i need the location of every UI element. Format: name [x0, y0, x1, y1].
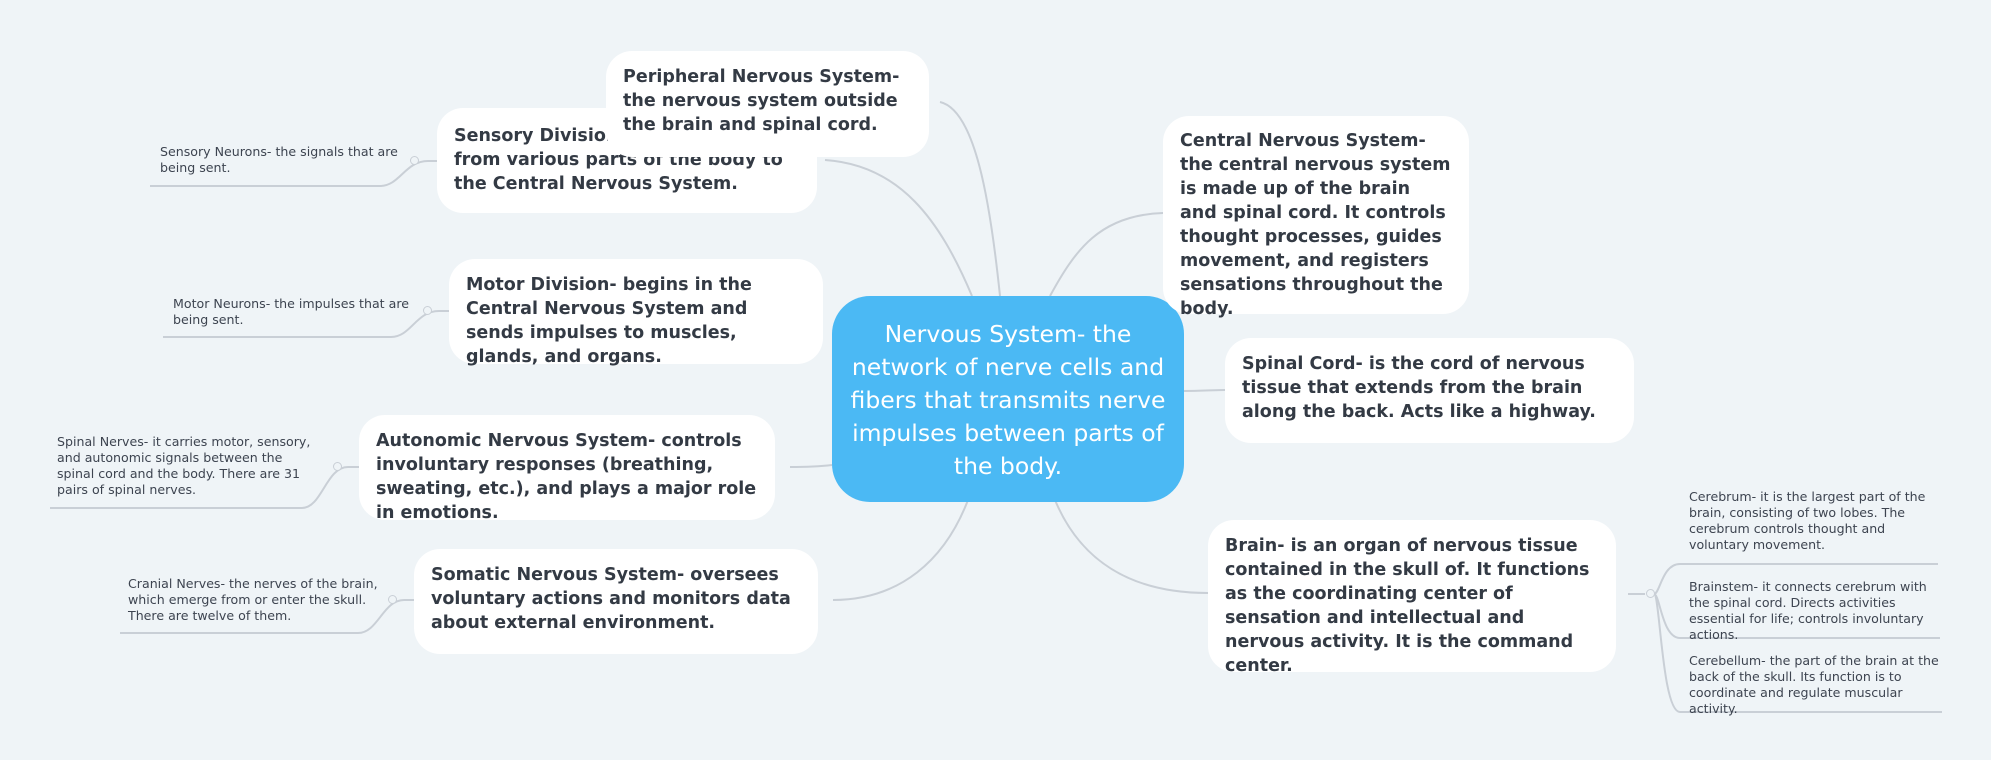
link-center-peripheral	[939, 101, 1001, 297]
node-spinal-cord[interactable]: Spinal Cord- is the cord of nervous tiss…	[1225, 338, 1634, 443]
link-somatic-leaf	[120, 599, 414, 634]
leaf-motor-neurons[interactable]: Motor Neurons- the impulses that are bei…	[173, 296, 413, 328]
joint-autonomic[interactable]	[333, 462, 342, 471]
node-text: Motor Division- begins in the Central Ne…	[466, 275, 752, 367]
joint-motor[interactable]	[423, 306, 432, 315]
joint-somatic[interactable]	[388, 595, 397, 604]
node-motor-division[interactable]: Motor Division- begins in the Central Ne…	[449, 259, 823, 367]
node-text: Spinal Cord- is the cord of nervous tiss…	[1242, 354, 1596, 422]
leaf-spinal-nerves[interactable]: Spinal Nerves- it carries motor, sensory…	[57, 434, 322, 498]
leaf-cranial-nerves[interactable]: Cranial Nerves- the nerves of the brain,…	[128, 576, 383, 624]
node-text: Brain- is an organ of nervous tissue con…	[1225, 536, 1590, 676]
leaf-text: Motor Neurons- the impulses that are bei…	[173, 296, 409, 327]
joint-sensory[interactable]	[410, 156, 419, 165]
link-center-somatic	[832, 499, 969, 601]
leaf-text: Spinal Nerves- it carries motor, sensory…	[57, 434, 311, 497]
link-brain-cerebellum	[1653, 593, 1942, 713]
leaf-brainstem[interactable]: Brainstem- it connects cerebrum with the…	[1689, 579, 1939, 643]
node-somatic-nervous-system[interactable]: Somatic Nervous System- oversees volunta…	[414, 549, 818, 654]
node-autonomic-nervous-system[interactable]: Autonomic Nervous System- controls invol…	[359, 415, 775, 523]
node-text: Peripheral Nervous System- the nervous s…	[623, 67, 900, 135]
leaf-text: Sensory Neurons- the signals that are be…	[160, 144, 398, 175]
node-peripheral-nervous-system[interactable]: Peripheral Nervous System- the nervous s…	[606, 51, 929, 157]
leaf-cerebellum[interactable]: Cerebellum- the part of the brain at the…	[1689, 653, 1939, 717]
leaf-text: Brainstem- it connects cerebrum with the…	[1689, 579, 1927, 642]
node-central-nervous-system[interactable]: Central Nervous System- the central nerv…	[1163, 116, 1469, 319]
link-brain-cerebrum	[1653, 563, 1938, 595]
node-central-topic[interactable]: Nervous System- the network of nerve cel…	[832, 296, 1184, 502]
leaf-text: Cerebellum- the part of the brain at the…	[1689, 653, 1939, 716]
leaf-sensory-neurons[interactable]: Sensory Neurons- the signals that are be…	[160, 144, 400, 176]
link-autonomic-leaf	[50, 466, 359, 509]
leaf-text: Cranial Nerves- the nerves of the brain,…	[128, 576, 378, 623]
link-sensory-leaf	[150, 160, 437, 187]
leaf-text: Cerebrum- it is the largest part of the …	[1689, 489, 1926, 552]
link-center-spinal-cord	[1182, 389, 1226, 392]
node-brain[interactable]: Brain- is an organ of nervous tissue con…	[1208, 520, 1616, 676]
link-center-cns	[1049, 212, 1164, 297]
link-center-sensory	[824, 159, 973, 297]
node-text: Autonomic Nervous System- controls invol…	[376, 431, 757, 523]
node-text: Central Nervous System- the central nerv…	[1180, 131, 1451, 319]
link-motor-leaf	[163, 310, 449, 338]
link-center-autonomic	[789, 464, 833, 468]
central-topic-text: Nervous System- the network of nerve cel…	[850, 320, 1166, 480]
joint-brain[interactable]	[1646, 589, 1655, 598]
node-text: Somatic Nervous System- oversees volunta…	[431, 565, 791, 633]
link-center-brain	[1054, 499, 1209, 594]
leaf-cerebrum[interactable]: Cerebrum- it is the largest part of the …	[1689, 489, 1939, 553]
